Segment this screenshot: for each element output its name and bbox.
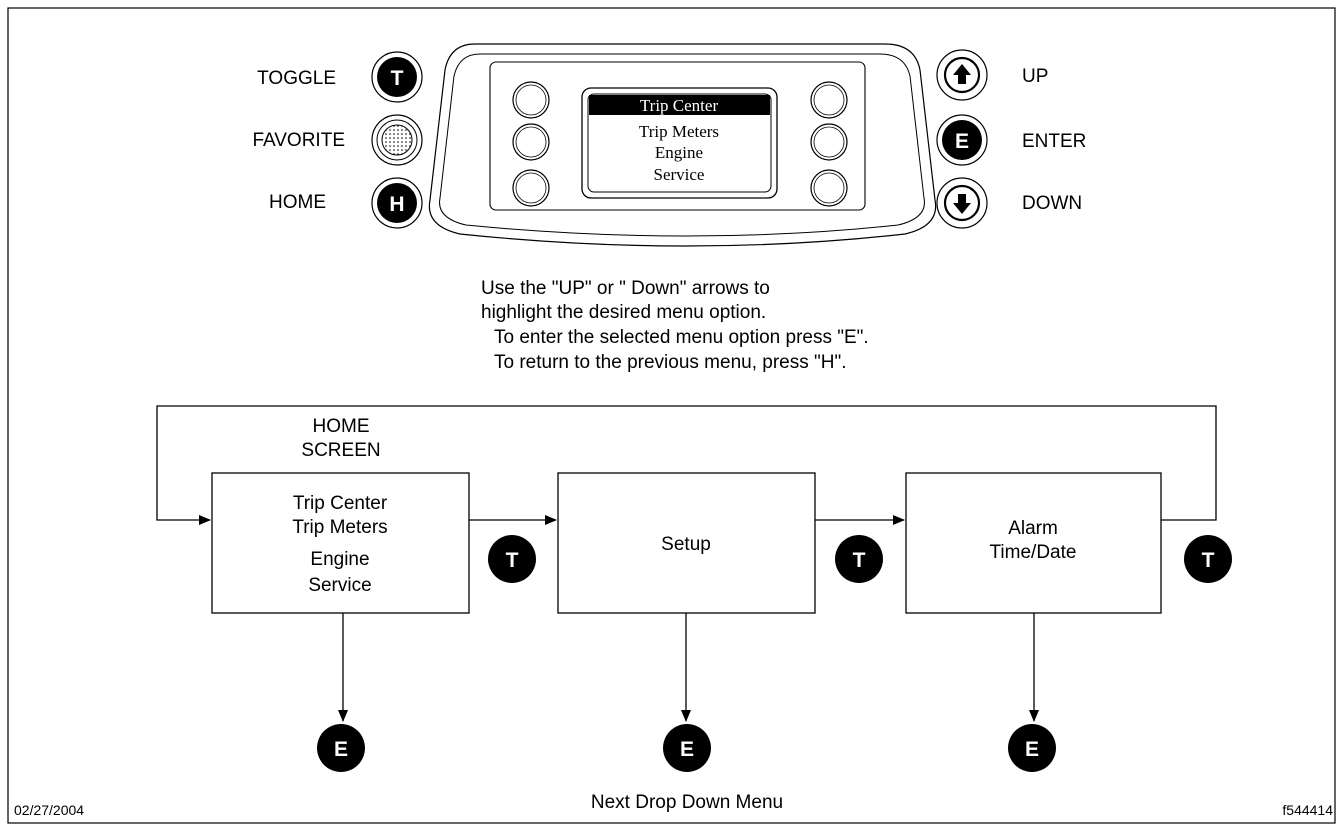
enter-badge-letter: E bbox=[334, 738, 348, 761]
lcd-title: Trip Center bbox=[640, 96, 719, 115]
enter-badge-letter: E bbox=[1025, 738, 1039, 761]
down-button[interactable] bbox=[936, 177, 988, 229]
down-arrow-icon bbox=[953, 194, 971, 214]
menu-box-line: Setup bbox=[661, 534, 711, 555]
toggle-label: TOGGLE bbox=[257, 68, 336, 89]
instruction-line: To return to the previous menu, press "H… bbox=[494, 352, 846, 373]
enter-label: ENTER bbox=[1022, 131, 1086, 152]
next-menu-caption: Next Drop Down Menu bbox=[591, 792, 783, 813]
home-screen-label: HOME bbox=[313, 416, 370, 437]
screen-soft-buttons bbox=[512, 81, 848, 207]
enter-button[interactable]: E bbox=[936, 114, 988, 166]
soft-button-left-3[interactable] bbox=[512, 169, 550, 207]
home-screen-label: SCREEN bbox=[301, 440, 380, 461]
menu-box-line: Time/Date bbox=[990, 542, 1077, 563]
soft-button-right-3[interactable] bbox=[810, 169, 848, 207]
lcd-screen: Trip Center Trip Meters Engine Service bbox=[581, 87, 778, 199]
instruction-line: Use the "UP" or " Down" arrows to bbox=[481, 278, 770, 299]
toggle-badge: T bbox=[488, 535, 536, 583]
figure-frame bbox=[7, 7, 1336, 824]
soft-button-right-1[interactable] bbox=[810, 81, 848, 119]
soft-button-right-2[interactable] bbox=[810, 123, 848, 161]
enter-badge-letter: E bbox=[680, 738, 694, 761]
home-return-connector bbox=[156, 405, 1217, 525]
home-button-letter: H bbox=[389, 193, 404, 216]
menu-box-line: Alarm bbox=[1008, 518, 1058, 539]
up-label: UP bbox=[1022, 66, 1048, 87]
favorite-label: FAVORITE bbox=[252, 130, 345, 151]
down-label: DOWN bbox=[1022, 193, 1082, 214]
menu-box-line: Service bbox=[308, 575, 371, 596]
menu-box-trip-center bbox=[211, 472, 470, 614]
menu-box-setup bbox=[557, 472, 816, 614]
home-label: HOME bbox=[269, 192, 326, 213]
dash-panel bbox=[428, 43, 937, 247]
toggle-badge-letter: T bbox=[506, 549, 519, 572]
toggle-badge-letter: T bbox=[1202, 549, 1215, 572]
up-arrow-icon bbox=[953, 64, 971, 84]
home-button[interactable]: H bbox=[371, 177, 423, 229]
toggle-badge: T bbox=[835, 535, 883, 583]
enter-badge: E bbox=[663, 724, 711, 772]
instruction-line: highlight the desired menu option. bbox=[481, 302, 766, 323]
menu-box-line: Trip Meters bbox=[292, 517, 387, 538]
lcd-menu-item: Service bbox=[654, 165, 705, 184]
menu-box-line: Trip Center bbox=[293, 493, 388, 514]
lcd-menu-item: Engine bbox=[655, 143, 703, 162]
enter-badge: E bbox=[317, 724, 365, 772]
footer-figure-id: f544414 bbox=[1282, 802, 1333, 818]
screen-bezel bbox=[489, 61, 866, 211]
lcd-menu-item: Trip Meters bbox=[639, 122, 719, 141]
toggle-badge: T bbox=[1184, 535, 1232, 583]
toggle-badge-letter: T bbox=[853, 549, 866, 572]
enter-badge: E bbox=[1008, 724, 1056, 772]
instructions: Use the "UP" or " Down" arrows to highli… bbox=[481, 278, 869, 373]
favorite-button[interactable] bbox=[371, 114, 423, 166]
toggle-button[interactable]: T bbox=[371, 51, 423, 103]
soft-button-left-2[interactable] bbox=[512, 123, 550, 161]
menu-box-line: Engine bbox=[310, 549, 369, 570]
favorite-dotted-icon bbox=[381, 124, 413, 156]
lcd-title-bar bbox=[589, 95, 770, 115]
instruction-line: To enter the selected menu option press … bbox=[494, 327, 869, 348]
toggle-button-letter: T bbox=[391, 67, 404, 90]
up-button[interactable] bbox=[936, 49, 988, 101]
soft-button-left-1[interactable] bbox=[512, 81, 550, 119]
enter-button-letter: E bbox=[955, 130, 969, 153]
footer-date: 02/27/2004 bbox=[14, 802, 84, 818]
menu-box-alarm bbox=[905, 472, 1162, 614]
